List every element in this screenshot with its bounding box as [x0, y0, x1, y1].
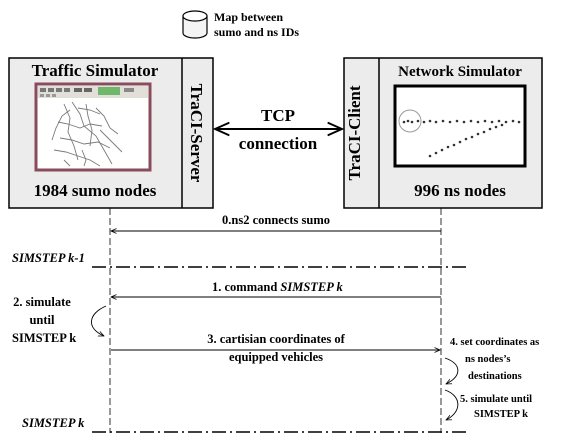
- tcp-label: TCP: [261, 106, 295, 125]
- node-trace-thumbnail: [393, 84, 527, 168]
- step-connect-label: 0.ns2 connects sumo: [222, 213, 330, 227]
- step-setcoords-line-1: 4. set coordinates as: [450, 337, 539, 348]
- traci-client-label: TraCI-Client: [345, 85, 364, 180]
- step-ns-simulate-loop: [444, 389, 459, 420]
- network-simulator-title: Network Simulator: [398, 64, 522, 80]
- ns-node-count: 996 ns nodes: [414, 181, 506, 200]
- step-coords-line-1: 3. cartisian coordinates of: [207, 332, 345, 346]
- traci-server-label: TraCI-Server: [187, 84, 206, 183]
- database-icon: [182, 10, 208, 39]
- step-command-label: 1. command SIMSTEP k: [212, 280, 344, 294]
- step-simulate-line-3: SIMSTEP k: [12, 331, 76, 345]
- step-simulate-line-1: 2. simulate: [13, 295, 71, 309]
- step-simulate-line-2: until: [29, 313, 55, 327]
- traffic-simulator-title: Traffic Simulator: [32, 61, 159, 80]
- map-db-label-2: sumo and ns IDs: [214, 25, 299, 39]
- connection-label: connection: [239, 134, 318, 153]
- step-ns-simulate-line-1: 5. simulate until: [460, 394, 532, 405]
- map-db-label-1: Map between: [214, 10, 283, 24]
- simstep-prev-label: SIMSTEP k-1: [12, 251, 85, 265]
- road-map-thumbnail: [34, 82, 152, 172]
- step-setcoords-line-3: destinations: [468, 371, 522, 382]
- step-setcoords-line-2: ns nodes’s: [465, 354, 510, 365]
- simstep-current-label: SIMSTEP k: [22, 416, 85, 430]
- step-ns-simulate-line-2: SIMSTEP k: [474, 409, 528, 420]
- step-coords-line-2: equipped vehicles: [229, 350, 323, 364]
- step-setcoords-loop: [444, 357, 459, 384]
- step-simulate-loop: [91, 305, 107, 337]
- sumo-node-count: 1984 sumo nodes: [34, 181, 157, 200]
